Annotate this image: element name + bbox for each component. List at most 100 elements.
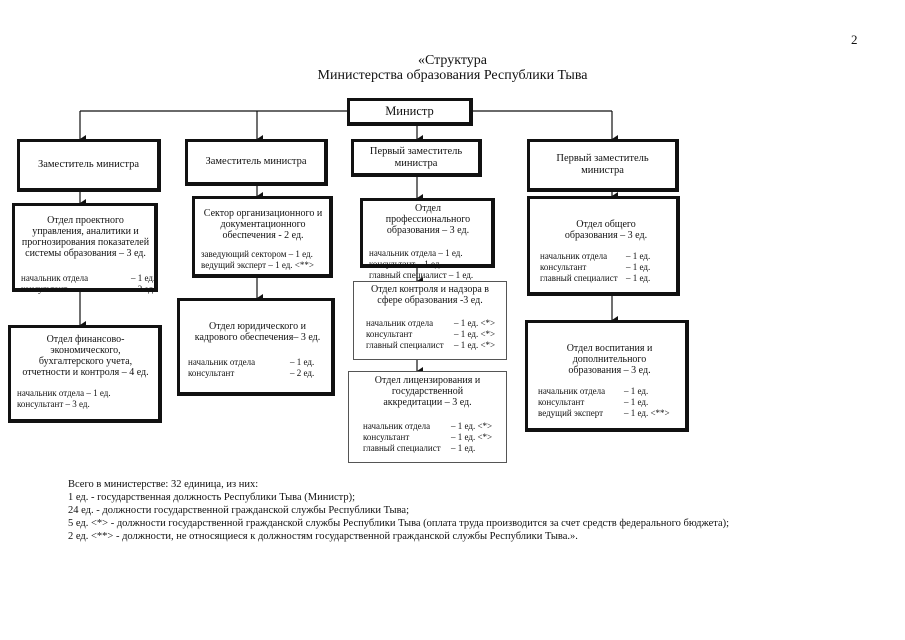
- staff-row: начальник отдела – 1 ед.: [188, 357, 327, 368]
- dept-title: Отдел юридического и кадрового обеспечен…: [194, 321, 321, 343]
- staff-count: – 1 ед.: [624, 397, 649, 407]
- minister-box: Министр: [347, 98, 473, 126]
- staff-count: – 1 ед. <*>: [454, 340, 496, 350]
- staff-row: консультант – 1 ед.: [369, 259, 487, 270]
- staff-row: главный специалист – 1 ед.: [369, 270, 487, 281]
- staff-role: консультант: [363, 432, 410, 442]
- staff-role: ведущий эксперт: [538, 408, 604, 418]
- staff-row: начальник отдела – 1 ед.: [17, 388, 154, 399]
- staff-row: консультант – 1 ед.: [540, 262, 672, 273]
- staff-role: консультант: [540, 262, 587, 272]
- dept-title: Отдел финансово-экономического, бухгалте…: [22, 334, 149, 378]
- staff-role: начальник отдела: [188, 357, 256, 367]
- deputy-label: Первый заместитель министра: [369, 145, 463, 169]
- note-total: Всего в министерстве: 32 единица, из них…: [68, 479, 259, 490]
- staff-role: начальник отдела: [363, 421, 431, 431]
- staff-row: главный специалист – 1 ед.: [363, 443, 502, 454]
- staff-count: – 1 ед. <**>: [624, 408, 670, 418]
- dept-title: Отдел воспитания и дополнительного образ…: [566, 343, 653, 376]
- staff-role: начальник отдела: [21, 273, 89, 283]
- deputy-label: Заместитель министра: [205, 156, 307, 167]
- staff-row: начальник отдела – 1 ед.: [369, 248, 487, 259]
- staff-row: главный специалист – 1 ед. <*>: [366, 340, 502, 351]
- deputy-box-1: Заместитель министра: [17, 139, 161, 192]
- staff-row: ведущий эксперт – 1 ед. <**>: [538, 408, 681, 419]
- staff-row: начальник отдела – 1 ед.: [540, 251, 672, 262]
- dept-title: Отдел контроля и надзора в сфере образов…: [370, 284, 490, 306]
- staff-count: – 2 ед.: [131, 284, 156, 294]
- staff-count: – 1 ед.: [290, 357, 315, 367]
- staff-row: начальник отдела – 1 ед. <*>: [366, 318, 502, 329]
- dept-title: Отдел лицензирования и государственной а…: [374, 375, 481, 408]
- staff-count: – 2 ед.: [290, 368, 315, 378]
- minister-label: Министр: [385, 104, 434, 118]
- staff-row: главный специалист – 1 ед.: [540, 273, 672, 284]
- staff-count: – 1 ед. <*>: [454, 329, 496, 339]
- staff-role: ведущий эксперт – 1 ед. <**>: [201, 260, 314, 270]
- staff-row: консультант– 1 ед.: [538, 397, 681, 408]
- staff-row: консультант – 3 ед.: [17, 399, 154, 410]
- dept-title: Отдел профессионального образования – 3 …: [385, 203, 471, 236]
- staff-role: главный специалист – 1 ед.: [369, 270, 474, 280]
- staff-row: консультант – 2 ед.: [21, 284, 155, 295]
- staff-count: – 1 ед.: [451, 443, 476, 453]
- staff-count: – 1 ед. <*>: [451, 421, 493, 431]
- staff-count: – 1 ед.: [626, 251, 651, 261]
- note-line: 24 ед. - должности государственной гражд…: [68, 505, 409, 516]
- deputy-label: Заместитель министра: [37, 159, 140, 170]
- staff-count: – 1 ед.: [131, 273, 156, 283]
- staff-role: консультант – 1 ед.: [369, 259, 442, 269]
- staff-role: главный специалист: [363, 443, 441, 453]
- dept-title: Отдел общего образования – 3 ед.: [564, 219, 648, 241]
- staff-role: начальник отдела – 1 ед.: [17, 388, 111, 398]
- staff-row: начальник отдела – 1 ед.: [538, 386, 681, 397]
- title-line-1: «Структура: [417, 53, 488, 68]
- note-line: 2 ед. <**> - должности, не относящиеся к…: [68, 531, 578, 542]
- staff-role: заведующий сектором – 1 ед.: [201, 249, 313, 259]
- deputy-box-4: Первый заместитель министра: [527, 139, 679, 192]
- staff-row: начальник отдела – 1 ед.: [21, 273, 155, 284]
- staff-row: консультант – 2 ед.: [188, 368, 327, 379]
- staff-role: консультант: [21, 284, 68, 294]
- staff-row: заведующий сектором – 1 ед.: [201, 249, 325, 260]
- page-number: 2: [851, 32, 858, 47]
- staff-role: начальник отдела: [540, 251, 608, 261]
- dept-project-management: Отдел проектного управления, аналитики и…: [12, 203, 158, 295]
- staff-role: консультант: [188, 368, 235, 378]
- dept-org-support: Сектор организационного и документационн…: [192, 196, 333, 278]
- dept-title: Сектор организационного и документационн…: [203, 208, 323, 241]
- staff-role: консультант: [366, 329, 413, 339]
- staff-row: ведущий эксперт – 1 ед. <**>: [201, 260, 325, 271]
- staff-count: – 1 ед.: [626, 273, 651, 283]
- footnotes: Всего в министерстве: 32 единица, из них…: [68, 478, 729, 543]
- dept-general-education: Отдел общего образования – 3 ед. начальн…: [527, 196, 680, 296]
- note-line: 5 ед. <*> - должности государственной гр…: [68, 518, 730, 529]
- deputy-box-2: Заместитель министра: [185, 139, 328, 186]
- page-title: «Структура Министерства образования Респ…: [0, 53, 905, 83]
- staff-role: главный специалист: [366, 340, 444, 350]
- note-line: 1 ед. - государственная должность Респуб…: [68, 492, 356, 503]
- staff-row: консультант – 1 ед. <*>: [363, 432, 502, 443]
- staff-row: начальник отдела – 1 ед. <*>: [363, 421, 502, 432]
- dept-professional-education: Отдел профессионального образования – 3 …: [360, 198, 495, 280]
- staff-role: начальник отдела – 1 ед.: [369, 248, 463, 258]
- deputy-label: Первый заместитель министра: [556, 153, 649, 176]
- staff-row: консультант – 1 ед. <*>: [366, 329, 502, 340]
- dept-control-supervision: Отдел контроля и надзора в сфере образов…: [353, 281, 507, 360]
- dept-upbringing: Отдел воспитания и дополнительного образ…: [525, 320, 689, 432]
- dept-licensing-accreditation: Отдел лицензирования и государственной а…: [348, 371, 507, 463]
- deputy-box-3: Первый заместитель министра: [351, 139, 482, 177]
- staff-role: начальник отдела: [538, 386, 606, 396]
- staff-role: консультант – 3 ед.: [17, 399, 90, 409]
- staff-role: главный специалист: [540, 273, 618, 283]
- dept-legal-hr: Отдел юридического и кадрового обеспечен…: [177, 298, 335, 396]
- dept-finance: Отдел финансово-экономического, бухгалте…: [8, 325, 162, 423]
- dept-title: Отдел проектного управления, аналитики и…: [21, 215, 150, 259]
- staff-count: – 1 ед.: [626, 262, 651, 272]
- staff-count: – 1 ед.: [624, 386, 649, 396]
- staff-role: начальник отдела: [366, 318, 434, 328]
- title-line-2: Министерства образования Республики Тыва: [317, 68, 588, 83]
- staff-count: – 1 ед. <*>: [454, 318, 496, 328]
- staff-count: – 1 ед. <*>: [451, 432, 493, 442]
